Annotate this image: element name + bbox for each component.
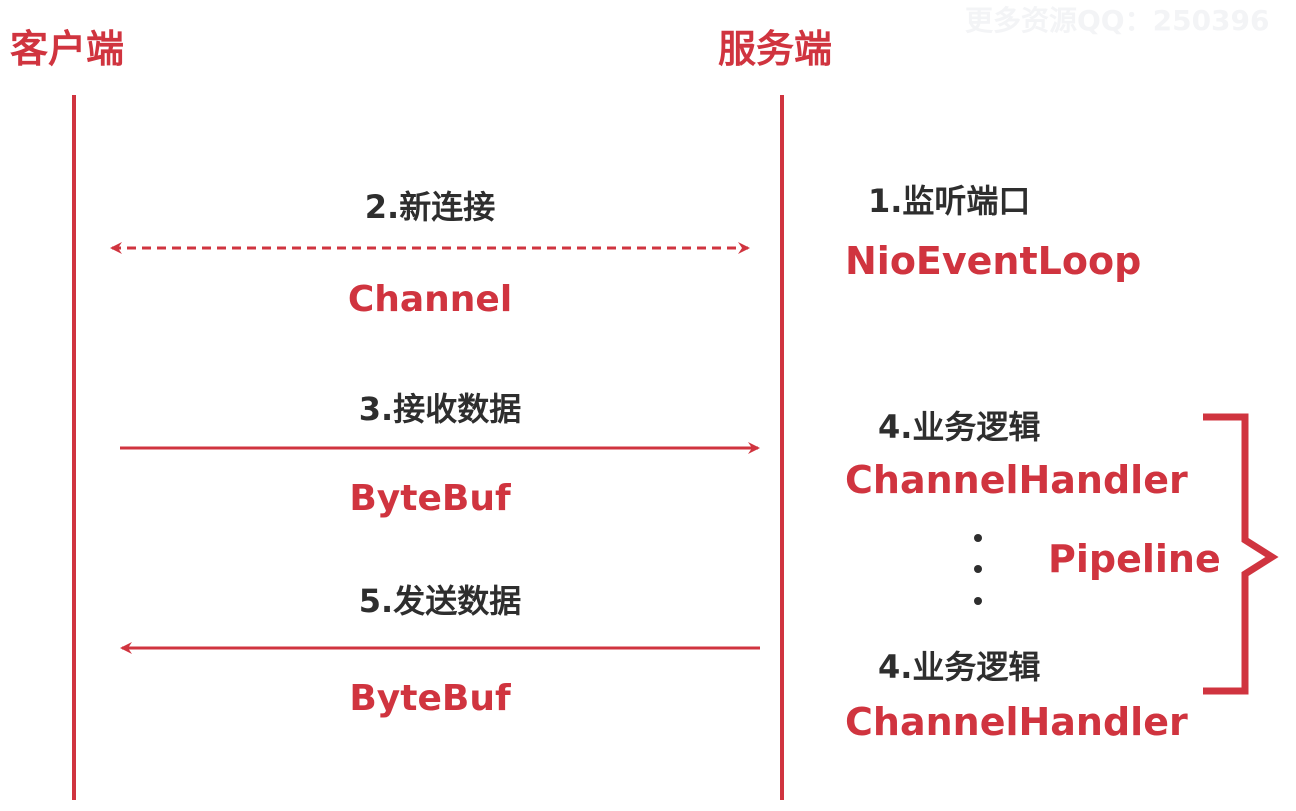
pipeline-brace bbox=[1203, 413, 1279, 695]
server-title: 服务端 bbox=[718, 27, 832, 71]
send-bytebuf-label: ByteBuf bbox=[349, 678, 511, 719]
receive-bytebuf-label: ByteBuf bbox=[349, 478, 511, 519]
ellipsis-dot bbox=[974, 534, 982, 542]
logic2-label: 4.业务逻辑 bbox=[878, 648, 1040, 686]
watermark: 更多资源QQ：250396 bbox=[965, 4, 1270, 37]
channel-label: Channel bbox=[348, 279, 512, 320]
listen-label: 1.监听端口 bbox=[868, 182, 1030, 220]
pipeline-label: Pipeline bbox=[1048, 537, 1221, 581]
connect-label: 2.新连接 bbox=[365, 188, 495, 226]
client-title: 客户端 bbox=[10, 27, 124, 71]
logic1-label: 4.业务逻辑 bbox=[878, 408, 1040, 446]
channelhandler1-label: ChannelHandler bbox=[845, 458, 1188, 502]
send-label: 5.发送数据 bbox=[359, 582, 521, 620]
nioeventloop-label: NioEventLoop bbox=[845, 239, 1141, 283]
receive-label: 3.接收数据 bbox=[359, 390, 521, 428]
ellipsis-dot bbox=[974, 597, 982, 605]
channelhandler2-label: ChannelHandler bbox=[845, 700, 1188, 744]
ellipsis-dot bbox=[974, 565, 982, 573]
